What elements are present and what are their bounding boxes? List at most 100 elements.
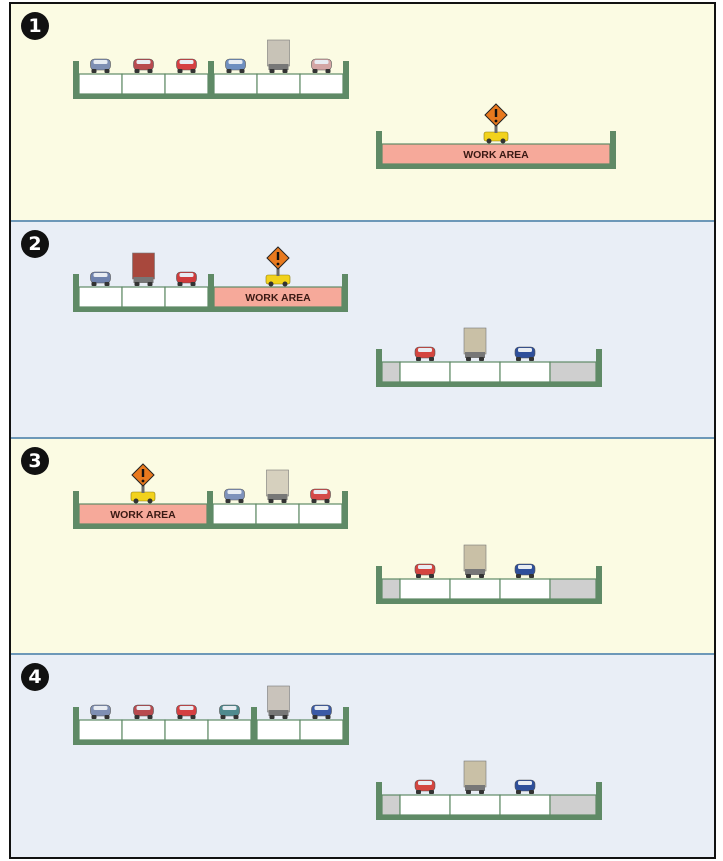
- median-barrier: [251, 707, 257, 740]
- travel-lane: [256, 73, 301, 95]
- barrier: [73, 274, 79, 307]
- stage-diagram: WORK AREA: [73, 246, 602, 387]
- work-zone-sign-icon: [265, 246, 291, 287]
- truck-icon: [267, 685, 290, 719]
- deck-base: [376, 382, 602, 387]
- barrier: [610, 131, 616, 164]
- car-icon: [176, 704, 197, 719]
- car-icon: [90, 704, 111, 719]
- car-icon: [514, 563, 536, 578]
- panel-divider: [11, 220, 714, 222]
- travel-lane: [499, 794, 551, 816]
- barrier: [596, 349, 602, 382]
- travel-lane: [213, 73, 258, 95]
- deck-base: [376, 599, 602, 604]
- travel-lane: [164, 286, 209, 308]
- travel-lane: [164, 719, 209, 741]
- panel-divider: [11, 653, 714, 655]
- stage-panel-4: 4: [11, 655, 714, 857]
- barrier: [73, 61, 79, 94]
- stage-number-badge: 2: [21, 230, 49, 258]
- car-icon: [133, 58, 154, 73]
- stage-number-badge: 3: [21, 447, 49, 475]
- barrier: [376, 782, 382, 815]
- stage-panel-3: WORK AREA 3: [11, 439, 714, 653]
- car-icon: [176, 58, 197, 73]
- shoulder: [549, 794, 597, 816]
- travel-lane: [298, 503, 343, 525]
- barrier: [343, 707, 349, 740]
- travel-lane: [449, 361, 501, 383]
- car-icon: [219, 704, 240, 719]
- barrier: [596, 566, 602, 599]
- barrier: [342, 274, 348, 307]
- barrier: [596, 782, 602, 815]
- travel-lane: [499, 578, 551, 600]
- travel-lane: [299, 719, 344, 741]
- work-area-label: WORK AREA: [110, 509, 176, 521]
- work-area-label: WORK AREA: [463, 149, 529, 161]
- travel-lane: [121, 73, 166, 95]
- barrier: [376, 566, 382, 599]
- deck-base: [73, 94, 349, 99]
- travel-lane: [212, 503, 257, 525]
- stage-diagram: [73, 685, 602, 820]
- travel-lane: [78, 719, 123, 741]
- barrier: [73, 491, 79, 524]
- car-icon: [90, 58, 111, 73]
- truck-icon: [463, 760, 487, 794]
- travel-lane: [449, 794, 501, 816]
- work-area-label: WORK AREA: [245, 292, 311, 304]
- barrier: [376, 349, 382, 382]
- truck-icon: [463, 544, 487, 578]
- car-icon: [414, 563, 436, 578]
- car-icon: [176, 271, 197, 286]
- car-icon: [414, 779, 436, 794]
- stage-panel-1: WORK AREA 1: [11, 4, 714, 220]
- roadway: [73, 39, 349, 99]
- work-zone-sign-icon: [483, 103, 509, 144]
- travel-lane: [78, 73, 123, 95]
- roadway: [376, 544, 602, 604]
- travel-lane: [255, 503, 300, 525]
- barrier: [343, 61, 349, 94]
- stage-diagram: WORK AREA: [73, 39, 616, 169]
- truck-icon: [266, 469, 289, 503]
- median-barrier: [207, 491, 213, 524]
- travel-lane: [499, 361, 551, 383]
- car-icon: [414, 346, 436, 361]
- car-icon: [133, 704, 154, 719]
- travel-lane: [299, 73, 344, 95]
- car-icon: [90, 271, 111, 286]
- travel-lane: [449, 578, 501, 600]
- deck-base: [376, 815, 602, 820]
- travel-lane: [164, 73, 209, 95]
- work-zone-sign-icon: [130, 463, 156, 504]
- shoulder: [549, 361, 597, 383]
- shoulder: [381, 578, 401, 600]
- diagram-frame: WORK AREA 1 WORK AREA 2 WORK AREA 3 4: [9, 2, 716, 859]
- barrier: [73, 707, 79, 740]
- deck-base: [73, 740, 349, 745]
- travel-lane: [399, 794, 451, 816]
- truck-icon: [132, 252, 155, 286]
- median-barrier: [208, 61, 214, 94]
- barrier: [376, 131, 382, 164]
- deck-base: [73, 307, 348, 312]
- shoulder: [549, 578, 597, 600]
- travel-lane: [121, 719, 166, 741]
- car-icon: [311, 704, 332, 719]
- median-barrier: [208, 274, 214, 307]
- shoulder: [381, 361, 401, 383]
- deck-base: [73, 524, 348, 529]
- shoulder: [381, 794, 401, 816]
- barrier: [342, 491, 348, 524]
- travel-lane: [256, 719, 301, 741]
- car-icon: [224, 488, 245, 503]
- roadway: WORK AREA: [73, 246, 348, 312]
- deck-base: [376, 164, 616, 169]
- roadway: [376, 760, 602, 820]
- stage-number-badge: 1: [21, 12, 49, 40]
- travel-lane: [399, 361, 451, 383]
- truck-icon: [463, 327, 487, 361]
